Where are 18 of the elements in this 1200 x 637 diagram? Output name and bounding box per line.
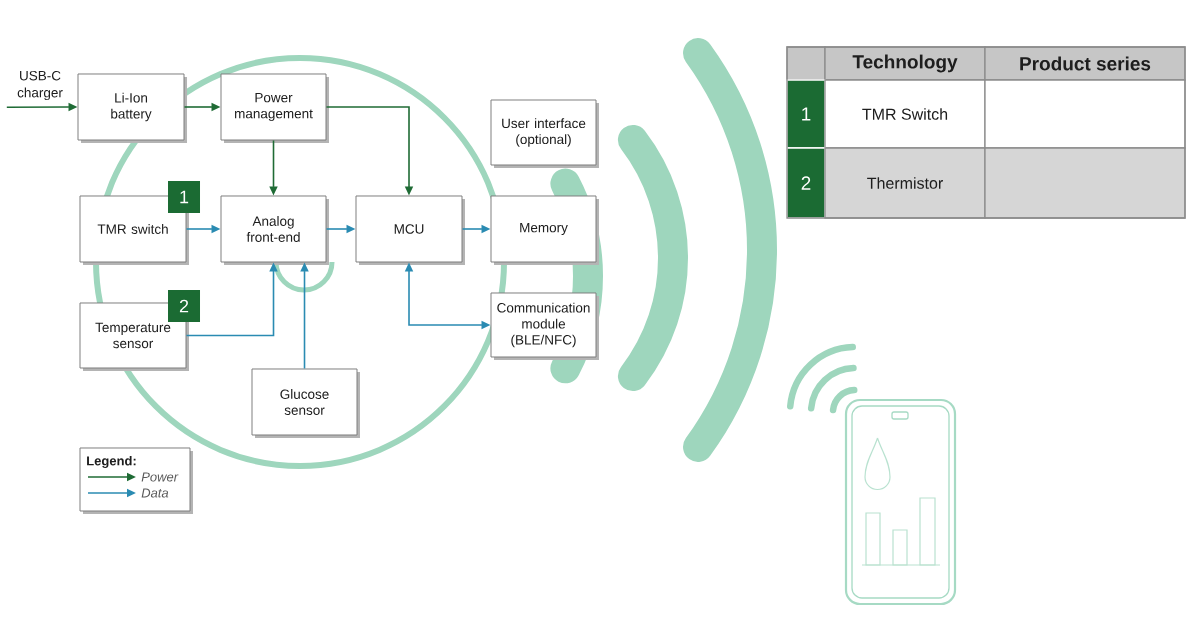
number-badge: 1: [168, 181, 200, 213]
legend-label: Power: [141, 472, 179, 482]
legend-label: Data: [141, 488, 169, 498]
number-cell: 2: [786, 147, 826, 219]
block-box: User interface (optional): [490, 99, 599, 168]
table-cell: TMR Switch: [824, 79, 986, 149]
block-box: Li-Ion battery: [77, 73, 187, 143]
number-badge: 2: [168, 290, 200, 322]
block-box: Communication module (BLE/NFC): [490, 292, 599, 360]
block-box: Power management: [220, 73, 329, 143]
number-cell: 1: [786, 79, 826, 149]
legend-title: Legend:: [87, 455, 136, 469]
table-cell: Thermistor: [824, 147, 986, 219]
block-box: Glucose sensor: [251, 368, 360, 438]
block-box: MCU: [355, 195, 465, 265]
block-box: Memory: [490, 195, 599, 265]
block-box: Analog front-end: [220, 195, 329, 265]
source-label: USB-C charger: [17, 70, 63, 101]
